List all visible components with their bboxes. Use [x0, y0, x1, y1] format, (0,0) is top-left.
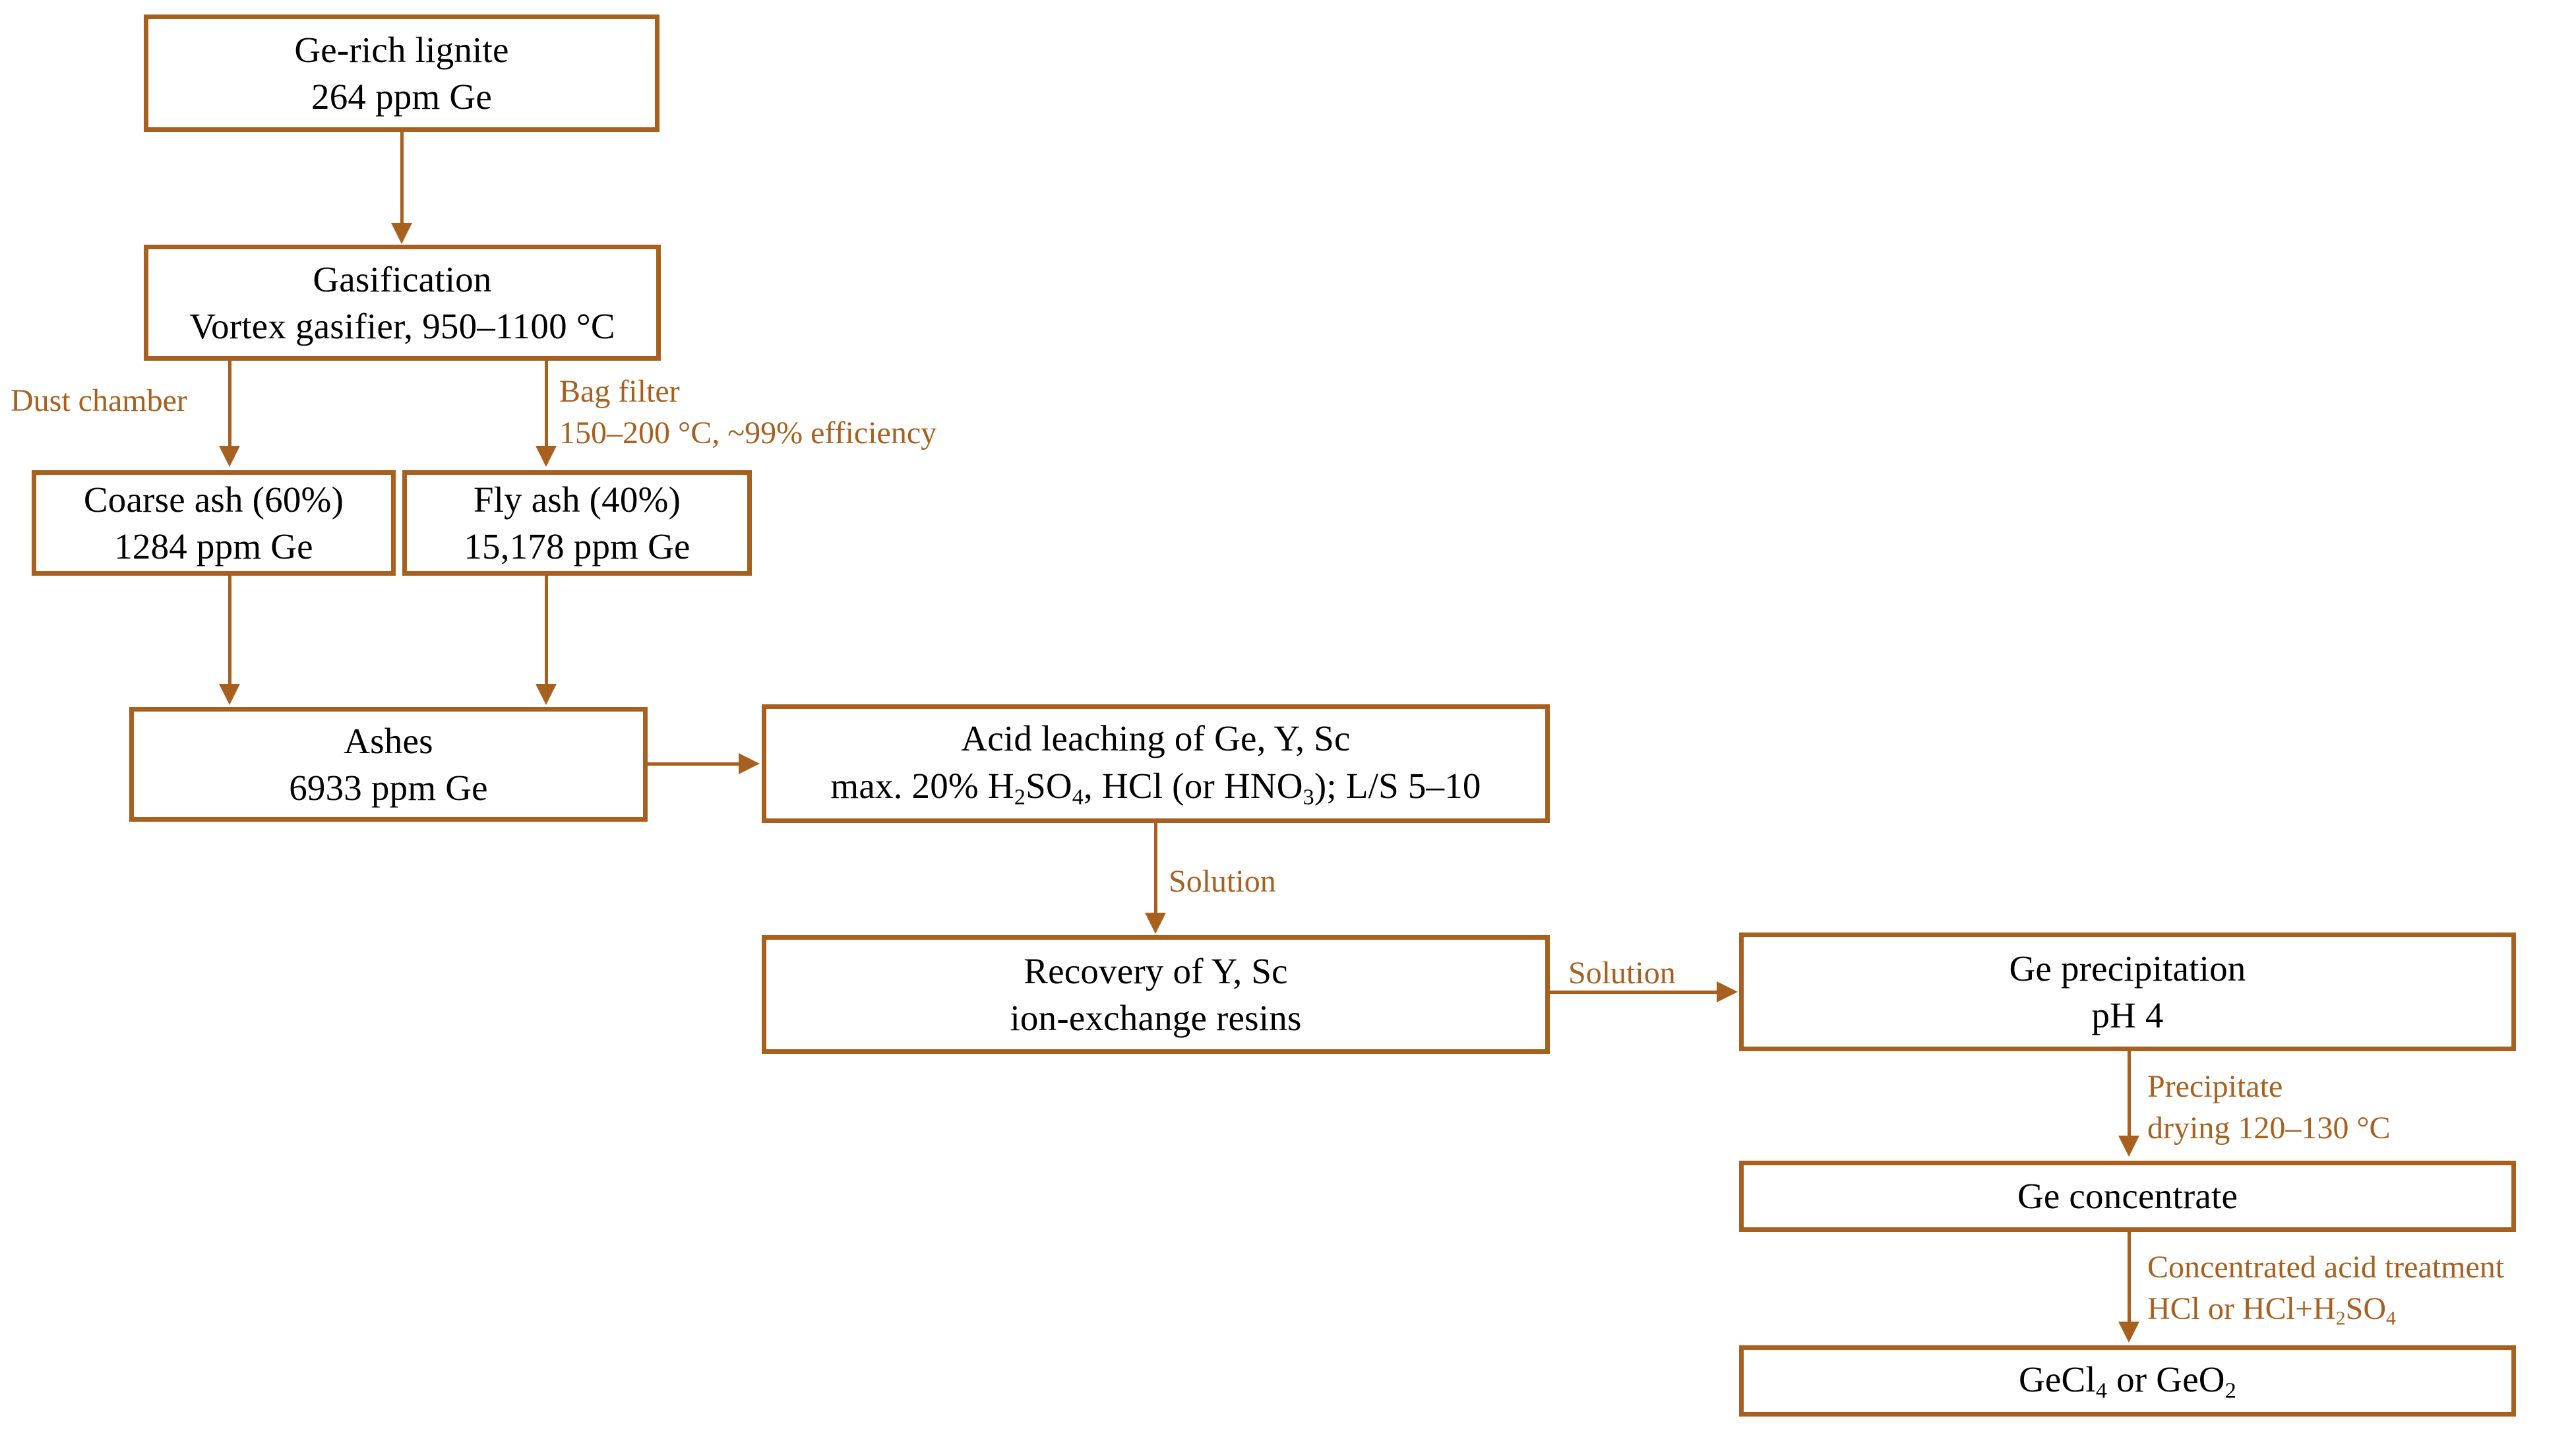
connector-concentrate-to-product — [2128, 1232, 2131, 1323]
arrowhead-recovery-to-precipitation — [1717, 981, 1738, 1002]
connector-coarse-ash-to-ashes — [228, 576, 231, 685]
node-gecl4-geo2-product[interactable]: GeCl4 or GeO2 — [1739, 1345, 2516, 1417]
node-line: Ge precipitation — [2009, 948, 2246, 989]
connector-ashes-to-leaching — [648, 762, 740, 766]
node-ashes[interactable]: Ashes 6933 ppm Ge — [129, 707, 648, 822]
node-coarse-ash[interactable]: Coarse ash (60%) 1284 ppm Ge — [32, 470, 396, 576]
connector-gasification-to-fly-ash — [545, 361, 548, 446]
edge-label-line: Concentrated acid treatment — [2147, 1250, 2505, 1285]
node-line: Gasification — [313, 259, 492, 299]
node-line: Fly ash (40%) — [473, 479, 681, 520]
edge-label-solution-recovery: Solution — [1568, 952, 1676, 994]
node-fly-ash[interactable]: Fly ash (40%) 15,178 ppm Ge — [402, 470, 752, 576]
node-ge-concentrate[interactable]: Ge concentrate — [1739, 1161, 2516, 1232]
edge-label-line: Bag filter — [559, 374, 680, 409]
edge-label-line: Solution — [1169, 864, 1276, 899]
connector-precipitation-to-concentrate — [2128, 1051, 2131, 1137]
connector-gasification-to-coarse-ash — [228, 361, 231, 446]
node-line: 15,178 ppm Ge — [464, 526, 690, 566]
edge-label-bag-filter: Bag filter 150–200 °C, ~99% efficiency — [559, 371, 936, 454]
node-line: 264 ppm Ge — [311, 76, 492, 117]
edge-label-line: 150–200 °C, ~99% efficiency — [559, 415, 937, 451]
node-recovery-y-sc[interactable]: Recovery of Y, Sc ion-exchange resins — [762, 935, 1550, 1054]
node-line: Recovery of Y, Sc — [1024, 950, 1288, 991]
connector-recovery-to-precipitation — [1550, 991, 1718, 994]
edge-label-line: HCl or HCl+H2SO4 — [2147, 1291, 2396, 1330]
node-line-formula: GeCl4 or GeO2 — [2019, 1359, 2236, 1403]
edge-label-line: Precipitate — [2147, 1069, 2283, 1104]
node-line: Vortex gasifier, 950–1100 °C — [189, 306, 615, 346]
node-line: Ge concentrate — [2017, 1176, 2238, 1217]
connector-lignite-to-gasification — [400, 132, 404, 224]
arrowhead-gasification-to-fly-ash — [536, 446, 557, 467]
edge-label-line: Dust chamber — [11, 383, 187, 418]
node-line: Acid leaching of Ge, Y, Sc — [961, 718, 1351, 759]
arrowhead-coarse-ash-to-ashes — [219, 684, 240, 705]
edge-label-precipitate-drying: Precipitate drying 120–130 °C — [2147, 1066, 2391, 1149]
node-line: Ge-rich lignite — [294, 29, 509, 70]
node-ge-rich-lignite[interactable]: Ge-rich lignite 264 ppm Ge — [144, 15, 659, 132]
node-line: Coarse ash (60%) — [83, 479, 344, 520]
arrowhead-ashes-to-leaching — [739, 753, 760, 774]
edge-label-solution-leaching: Solution — [1169, 861, 1276, 902]
node-gasification[interactable]: Gasification Vortex gasifier, 950–1100 °… — [144, 245, 661, 361]
arrowhead-lignite-to-gasification — [391, 223, 412, 244]
node-line-formula: max. 20% H2SO4, HCl (or HNO3); L/S 5–10 — [830, 765, 1481, 810]
edge-label-line: Solution — [1568, 956, 1676, 991]
arrowhead-fly-ash-to-ashes — [536, 684, 557, 705]
node-line: Ashes — [344, 720, 433, 761]
arrowhead-precipitation-to-concentrate — [2118, 1136, 2139, 1157]
edge-label-line: drying 120–130 °C — [2147, 1111, 2391, 1146]
edge-label-acid-treatment: Concentrated acid treatment HCl or HCl+H… — [2147, 1246, 2504, 1331]
node-acid-leaching[interactable]: Acid leaching of Ge, Y, Sc max. 20% H2SO… — [762, 704, 1550, 823]
arrowhead-concentrate-to-product — [2118, 1322, 2139, 1343]
node-line: pH 4 — [2091, 995, 2164, 1035]
edge-label-dust-chamber: Dust chamber — [11, 380, 187, 421]
connector-leaching-to-recovery — [1154, 823, 1157, 914]
node-ge-precipitation[interactable]: Ge precipitation pH 4 — [1739, 933, 2516, 1051]
arrowhead-gasification-to-coarse-ash — [219, 446, 240, 467]
connector-fly-ash-to-ashes — [545, 576, 548, 685]
arrowhead-leaching-to-recovery — [1145, 913, 1166, 934]
node-line: 1284 ppm Ge — [114, 526, 313, 566]
node-line: ion-exchange resins — [1010, 998, 1302, 1038]
node-line: 6933 ppm Ge — [289, 768, 488, 808]
